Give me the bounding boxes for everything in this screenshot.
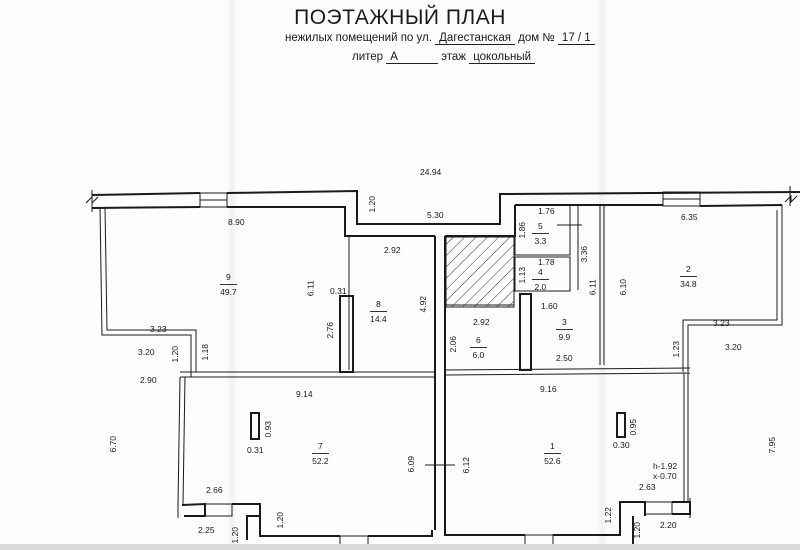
- dim-label: 2.66: [206, 485, 223, 495]
- dim-label: 1.18: [200, 343, 211, 361]
- room-number: 5: [532, 222, 549, 234]
- room-area: 9.9: [558, 331, 571, 342]
- dim-label: 9.14: [296, 389, 313, 399]
- dim-label: 6.10: [618, 278, 629, 296]
- dim-label: 6.11: [587, 279, 598, 296]
- dim-label: 6.09: [406, 455, 417, 473]
- dim-label: 4.92: [418, 295, 429, 313]
- dim-label: 1.60: [541, 301, 558, 311]
- dim-label: 1.22: [603, 506, 614, 524]
- dim-label: 2.63: [639, 482, 656, 492]
- room-area: 34.8: [680, 278, 697, 289]
- dim-label: 2.92: [384, 245, 401, 255]
- room-number: 1: [544, 442, 561, 454]
- room-6: 6 6.0: [470, 336, 487, 359]
- dim-label: 3.20: [725, 342, 742, 352]
- room-area: 52.6: [544, 455, 561, 466]
- dim-label: 1.20: [367, 195, 378, 213]
- paper-fold: [596, 0, 608, 550]
- dim-label: 6.70: [108, 435, 119, 453]
- dim-label: 2.90: [140, 375, 157, 385]
- room-1: 1 52.6: [544, 442, 561, 465]
- dim-label: 0.31: [247, 445, 264, 455]
- room-8: 8 14.4: [370, 300, 387, 323]
- room-2: 2 34.8: [680, 265, 697, 288]
- dim-label: 1.23: [671, 340, 682, 358]
- dim-label: 2.92: [473, 317, 490, 327]
- dim-label: 7.95: [767, 436, 778, 454]
- dim-label: 2.20: [660, 520, 677, 530]
- house-label: дом №: [518, 32, 555, 44]
- dim-label: 1.20: [170, 345, 181, 363]
- dim-label: 6.35: [681, 212, 698, 222]
- dim-label: 6.11: [305, 280, 316, 297]
- paper-fold: [226, 0, 238, 550]
- room-number: 3: [556, 318, 573, 330]
- dim-label: 3.23: [150, 324, 167, 334]
- dim-label: 1.13: [517, 266, 528, 284]
- room-area: 14.4: [370, 313, 387, 324]
- room-3: 3 9.9: [556, 318, 573, 341]
- room-area: 6.0: [472, 349, 485, 360]
- street-name: Дагестанская: [435, 32, 515, 45]
- dim-label: 5.30: [427, 210, 444, 220]
- dim-label: 1.76: [538, 206, 555, 216]
- page-title: ПОЭТАЖНЫЙ ПЛАН: [294, 6, 506, 29]
- room-number: 2: [680, 265, 697, 277]
- floor-value: цокольный: [469, 51, 536, 64]
- room-5: 5 3.3: [532, 222, 549, 245]
- room-4: 4 2.0: [532, 268, 549, 291]
- dim-label: x-0.70: [653, 471, 677, 481]
- dim-label: 1.20: [275, 511, 286, 529]
- dim-label: 3.20: [138, 347, 155, 357]
- liter-value: А: [386, 51, 438, 64]
- dim-label: 9.16: [540, 384, 557, 394]
- dim-label: h-1.92: [653, 461, 678, 471]
- liter-floor-line: литер А этаж цокольный: [352, 51, 536, 64]
- dim-label: 1.20: [632, 521, 643, 539]
- room-area: 52.2: [312, 455, 329, 466]
- room-number: 8: [370, 300, 387, 312]
- dim-label: 3.23: [713, 318, 730, 328]
- overall-length: 24.94: [420, 167, 442, 177]
- dim-label: 0.31: [330, 286, 347, 296]
- dim-label: 2.06: [448, 335, 459, 353]
- dim-label: 0.93: [263, 420, 274, 438]
- address-line: нежилых помещений по ул. Дагестанская до…: [285, 32, 595, 45]
- floor-label: этаж: [441, 51, 466, 63]
- room-area: 3.3: [534, 235, 547, 246]
- room-number: 7: [312, 442, 329, 454]
- scan-edge: [0, 544, 800, 550]
- liter-label: литер: [352, 51, 384, 63]
- dim-label: 8.90: [228, 217, 245, 227]
- room-area: 2.0: [534, 281, 547, 292]
- dim-label: 0.30: [613, 440, 630, 450]
- room-7: 7 52.2: [312, 442, 329, 465]
- dim-label: 1.20: [230, 526, 241, 544]
- dim-label: 0.95: [628, 418, 639, 436]
- room-number: 4: [532, 268, 549, 280]
- dim-label: 3.36: [579, 245, 590, 263]
- dim-label: 1.78: [538, 257, 555, 267]
- dim-label: 2.50: [556, 353, 573, 363]
- room-9: 9 49.7: [220, 273, 237, 296]
- house-number: 17 / 1: [557, 32, 595, 45]
- dim-label: 2.76: [325, 321, 336, 339]
- dim-label: 1.86: [517, 221, 528, 239]
- address-prefix: нежилых помещений по ул.: [285, 32, 432, 44]
- room-number: 9: [220, 273, 237, 285]
- room-area: 49.7: [220, 286, 237, 297]
- dim-label: 6.12: [461, 456, 472, 474]
- room-number: 6: [470, 336, 487, 348]
- dim-label: 2.25: [198, 525, 215, 535]
